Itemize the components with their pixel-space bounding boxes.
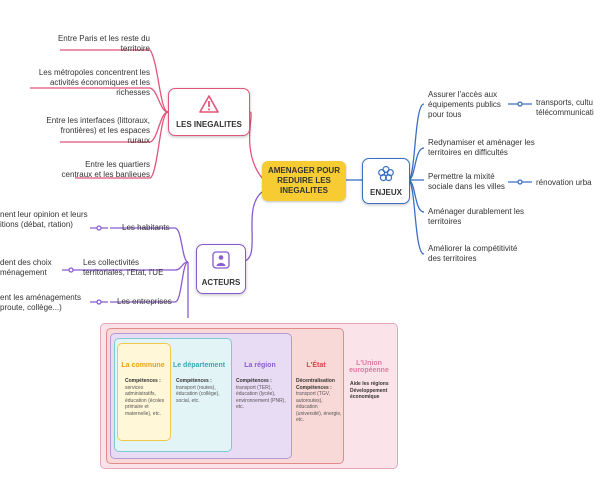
departement-body-text: transport (routes), éducation (collège),… <box>176 384 220 404</box>
etat-body-text: transport (TGV, autoroutes), éducation (… <box>296 391 342 423</box>
ue-body: Aide les régions Développement économiqu… <box>350 381 389 400</box>
inegalite-item: Entre Paris et les reste du territoire <box>57 34 150 53</box>
central-topic-label: AMENAGER POUR REDUIRE LES INEGALITES <box>267 166 340 195</box>
enjeux-label: ENJEUX <box>369 188 402 197</box>
etat-body-label1: Décentralisation <box>296 378 335 384</box>
flower-icon <box>378 165 394 182</box>
acteur-item: Les entreprises <box>117 297 172 306</box>
ue-title: L'Union européenne <box>349 360 389 374</box>
departement-title: Le département <box>172 362 226 369</box>
departement-body: Compétences :transport (routes), éducati… <box>176 378 226 404</box>
central-topic[interactable]: AMENAGER POUR REDUIRE LES INEGALITES <box>262 161 346 201</box>
departement-body-label: Compétences : <box>176 378 212 384</box>
enjeu-item: Aménager durablement les territoires <box>428 207 525 226</box>
region-body: Compétences :transport (TER), éducation … <box>236 378 288 411</box>
acteur-item: Les habitants <box>122 223 170 232</box>
commune-panel <box>117 343 171 441</box>
etat-title: L'État <box>306 362 326 369</box>
inegalites-label: LES INEGALITES <box>176 120 242 129</box>
acteur-subitem: dent des choix ménagement <box>0 258 52 277</box>
acteur-item: Les collectivités territoriales, l'Etat,… <box>83 258 164 277</box>
region-title: La région <box>244 362 276 369</box>
enjeu-item: Améliorer la compétitivité des territoir… <box>428 244 518 263</box>
acteurs-node[interactable]: ACTEURS <box>196 244 246 294</box>
enjeu-item: Redynamiser et aménager les territoires … <box>428 138 535 157</box>
region-body-label: Compétences : <box>236 378 272 384</box>
enjeu-subitem: transports, cultu télécommunicati <box>536 98 594 117</box>
enjeu-item: Permettre la mixité sociale dans les vil… <box>428 172 505 191</box>
commune-body-text: services administratifs, éducation (écol… <box>125 384 165 417</box>
person-badge-icon <box>212 251 230 269</box>
enjeu-item: Assurer l'accès aux équipements publics … <box>428 90 501 119</box>
enjeu-subitem: rénovation urba <box>536 178 592 187</box>
inegalites-node[interactable]: LES INEGALITES <box>168 88 250 136</box>
commune-body-label: Compétences : <box>125 378 161 384</box>
acteur-subitem: ent les aménagements proute, collège...) <box>0 293 81 312</box>
acteur-subitem: nent leur opinion et leurs itions (débat… <box>0 210 88 229</box>
commune-body: Compétences :services administratifs, éd… <box>125 378 167 417</box>
region-body-text: transport (TER), éducation (lycée), envi… <box>236 384 286 411</box>
warning-icon <box>199 95 219 113</box>
inegalite-item: Entre les interfaces (littoraux, frontiè… <box>46 116 150 145</box>
acteurs-label: ACTEURS <box>201 278 241 287</box>
enjeux-node[interactable]: ENJEUX <box>362 158 410 204</box>
commune-title: La commune <box>121 362 165 369</box>
inegalite-item: Entre les quartiers centraux et les banl… <box>61 160 151 179</box>
inegalite-item: Les métropoles concentrent les activités… <box>38 68 150 97</box>
etat-body-label2: Compétences : <box>296 384 332 391</box>
